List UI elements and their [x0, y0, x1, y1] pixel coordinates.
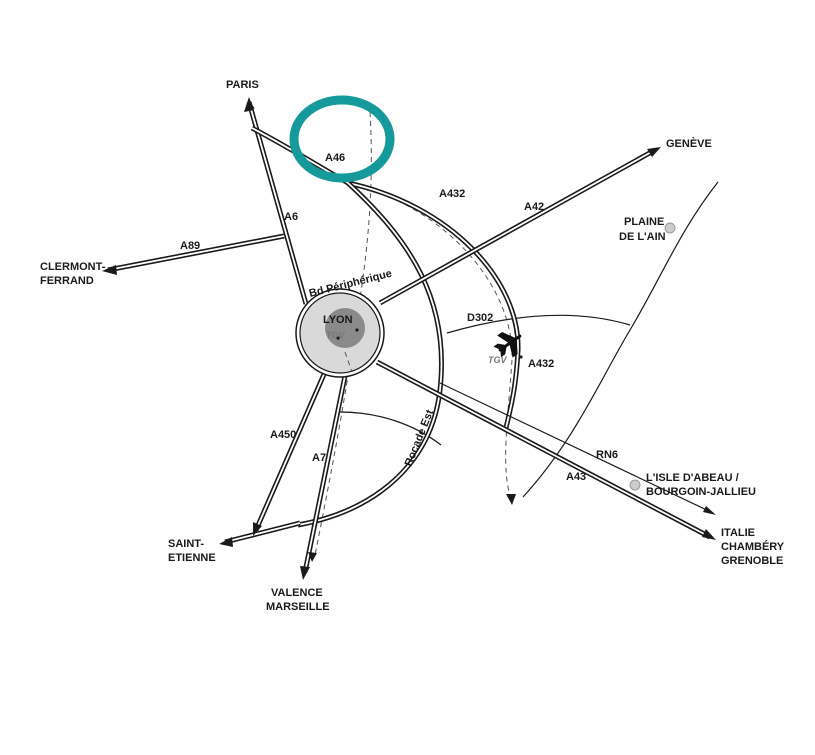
label-a89: A89 [180, 240, 200, 252]
label-a432-top: A432 [439, 188, 465, 200]
arrow-geneve [647, 147, 661, 157]
airplane-icon [493, 332, 522, 358]
label-bourgoin: BOURGOIN-JALLIEU [646, 486, 756, 498]
label-d302: D302 [467, 312, 493, 324]
arrow-dashed-south [506, 494, 516, 505]
arrow-rn6 [703, 506, 716, 515]
d302-road [446, 314, 631, 334]
isle-dabeau-marker [629, 479, 641, 491]
label-ferrand: FERRAND [40, 275, 94, 287]
label-tgv-lyon: TGV [326, 330, 345, 340]
label-clermont: CLERMONT- [40, 261, 106, 273]
arrow-italie [702, 529, 716, 540]
label-lyon: LYON [323, 314, 353, 326]
label-a43: A43 [566, 471, 586, 483]
label-etienne: ETIENNE [168, 552, 216, 564]
label-a6: A6 [284, 211, 298, 223]
rn6-road [439, 382, 714, 514]
arrow-saint-etienne [219, 537, 233, 547]
label-a7: A7 [312, 452, 326, 464]
arrow-valence [300, 566, 310, 580]
label-grenoble: GRENOBLE [721, 555, 783, 567]
plaine-de-lain-marker [664, 222, 676, 234]
label-isle-dabeau: L'ISLE D'ABEAU / [646, 472, 739, 484]
label-a42: A42 [524, 201, 544, 213]
label-geneve: GENÈVE [666, 137, 712, 150]
arrow-paris [244, 97, 254, 112]
boundary-curve [522, 181, 719, 498]
lyon-core [325, 308, 365, 348]
label-paris: PARIS [226, 79, 259, 91]
label-a432-right: A432 [528, 358, 554, 370]
label-tgv-airport: TGV [488, 355, 507, 365]
label-de-lain: DE L'AIN [619, 231, 666, 243]
label-saint: SAINT- [168, 538, 204, 550]
link-road [339, 411, 442, 446]
label-a46: A46 [325, 152, 345, 164]
label-a450: A450 [270, 429, 296, 441]
arrow-a450 [253, 522, 262, 536]
dashed-east-arc [354, 184, 513, 503]
label-italie: ITALIE [721, 527, 755, 539]
label-rn6: RN6 [596, 449, 618, 461]
label-marseille: MARSEILLE [266, 601, 330, 613]
arrow-clermont [102, 265, 117, 275]
highlight-circle [289, 95, 395, 183]
label-plaine: PLAINE [624, 216, 664, 228]
label-chambery: CHAMBÉRY [721, 540, 785, 553]
arrow-dashed-lyon [308, 552, 317, 562]
label-valence: VALENCE [271, 587, 323, 599]
